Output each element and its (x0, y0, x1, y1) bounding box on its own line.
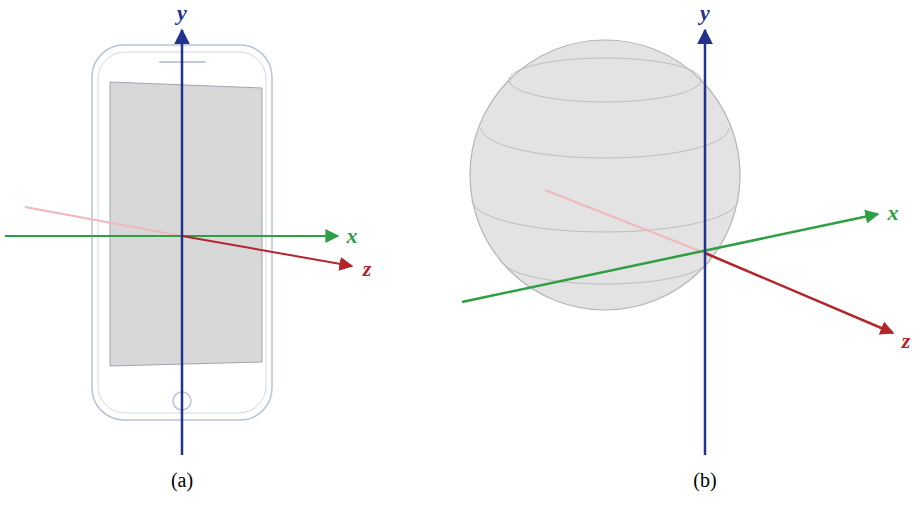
axis-label: z (902, 330, 911, 352)
axis-label: y (177, 2, 187, 24)
axis-label: y (700, 2, 710, 24)
sphere (470, 40, 740, 310)
axis-label: x (888, 202, 899, 224)
axis-lines (5, 30, 352, 455)
axis-label: z (363, 258, 372, 280)
panel-caption: (b) (693, 470, 716, 490)
axis-label: x (347, 225, 358, 247)
axis-lines (462, 30, 893, 455)
panel-caption: (a) (171, 470, 193, 490)
